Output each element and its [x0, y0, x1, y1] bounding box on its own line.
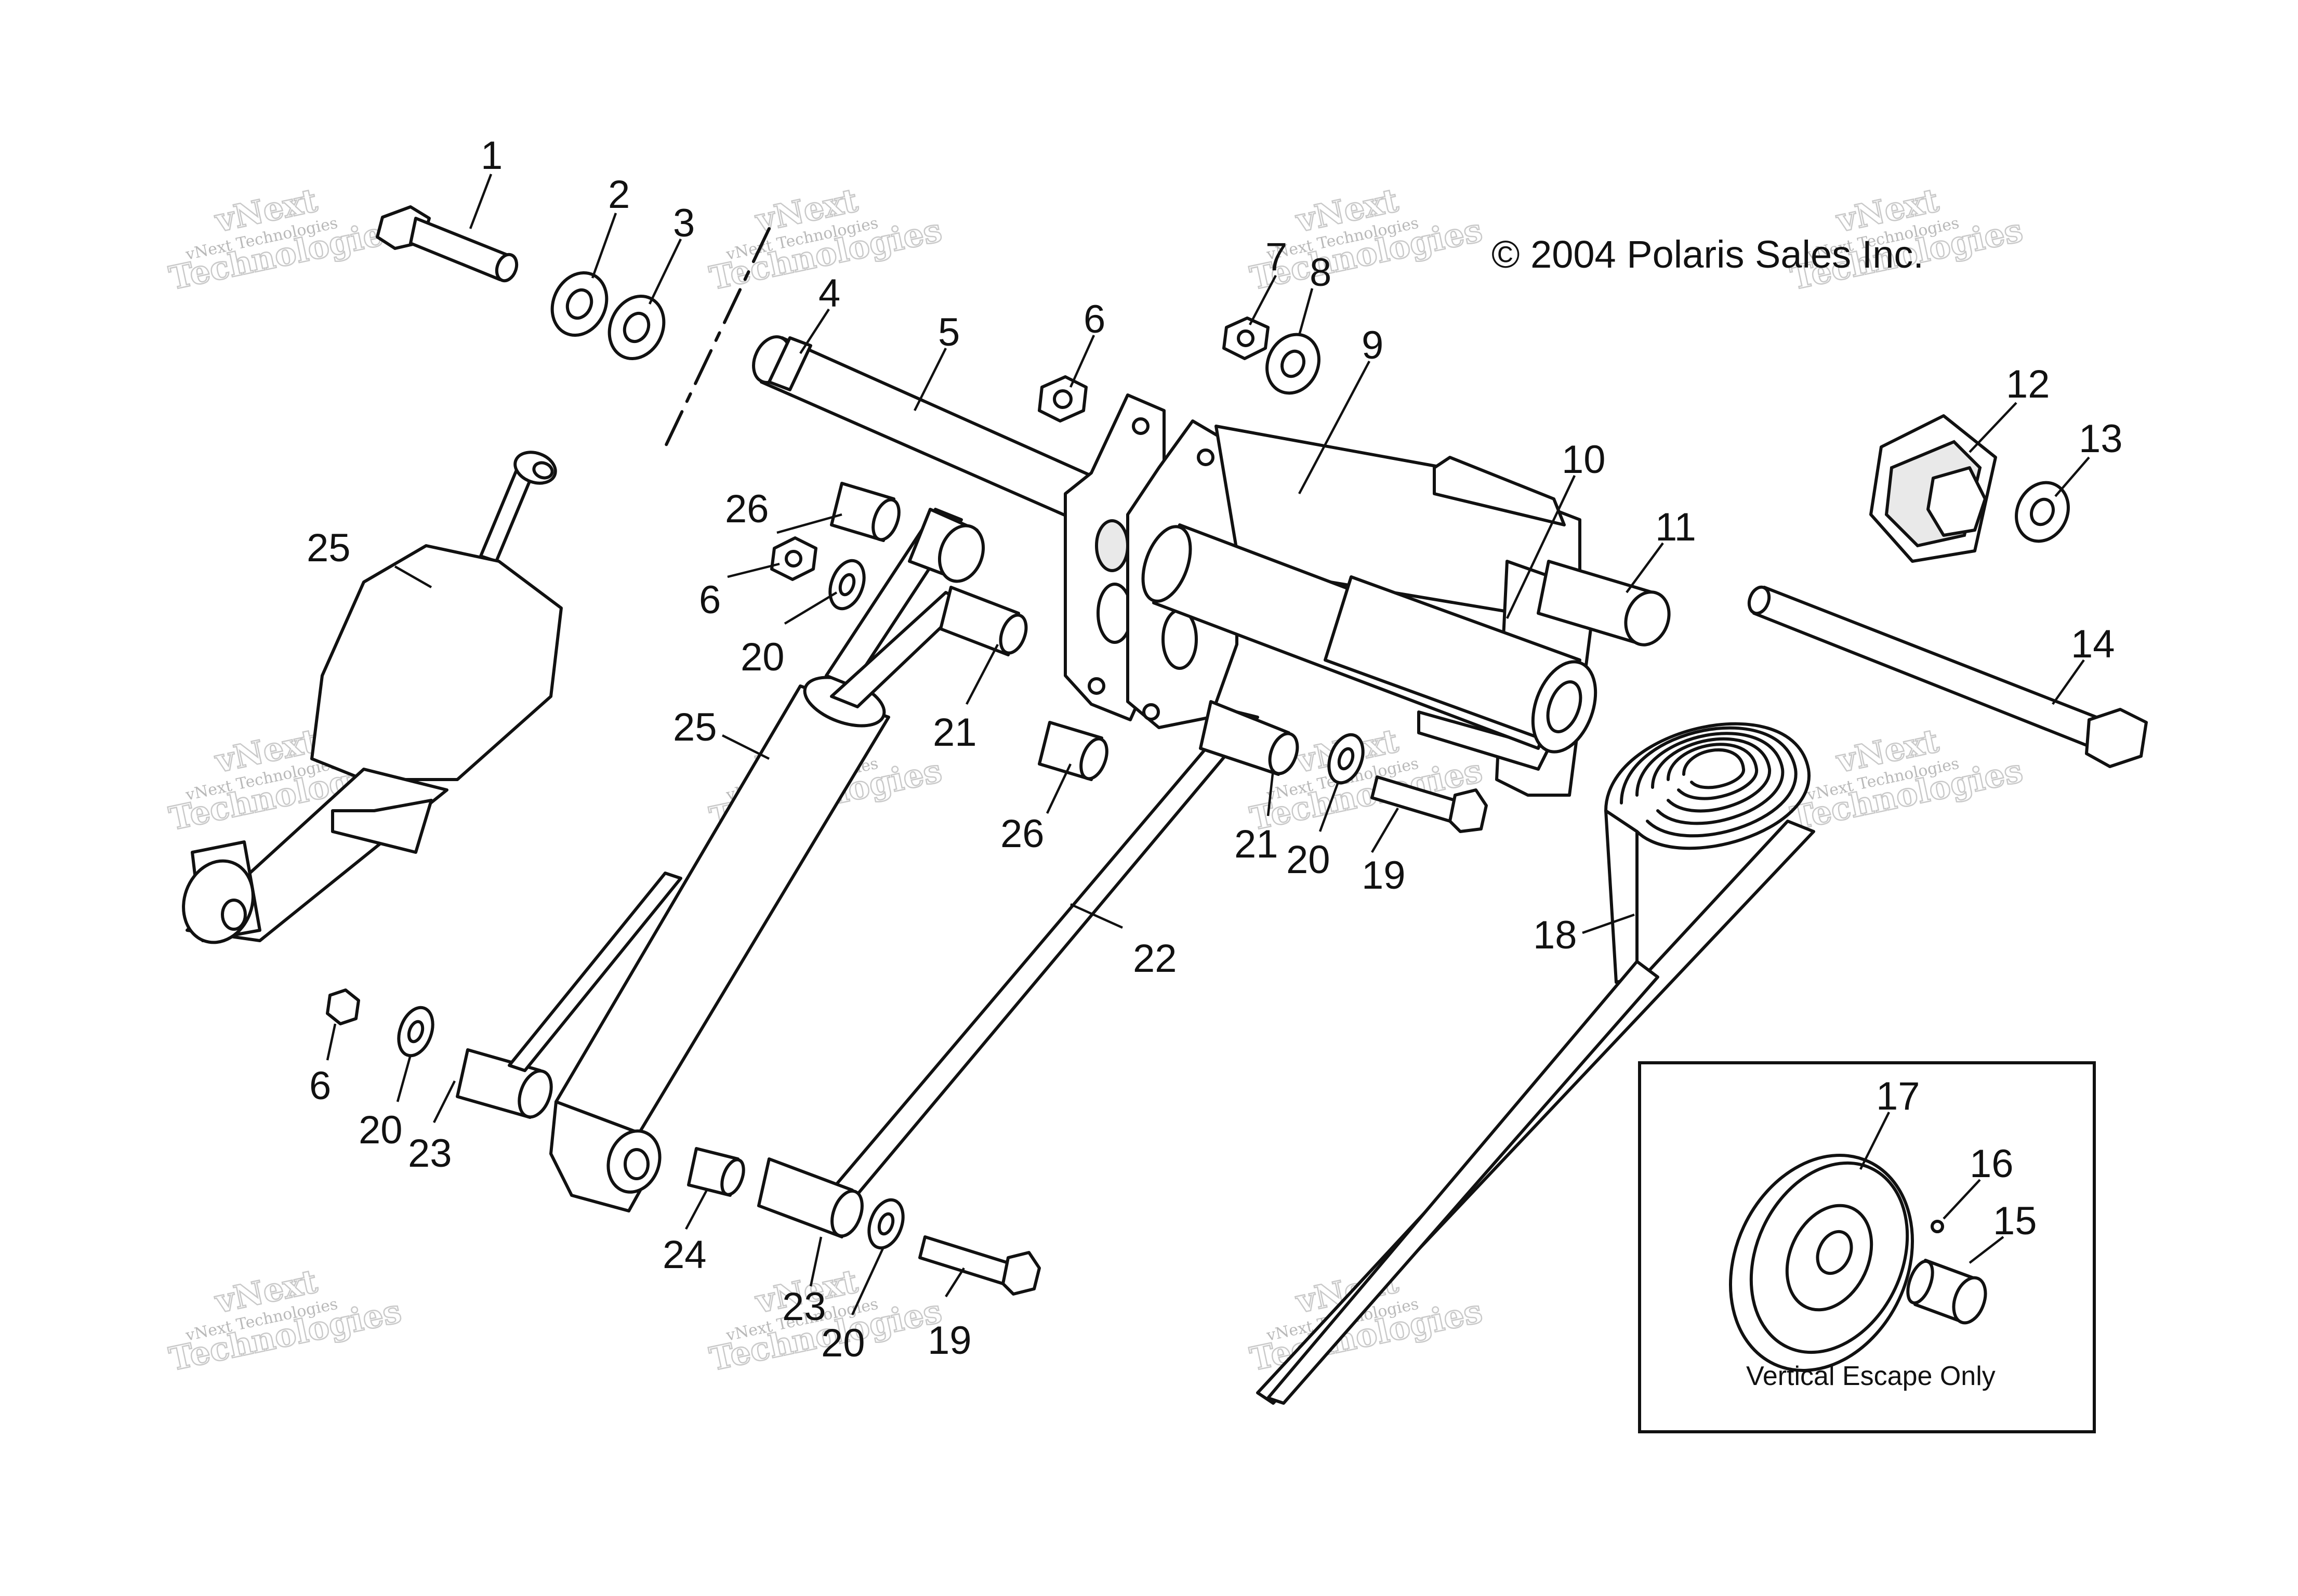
watermark: vNext vNext Technologies Technologies: [1787, 180, 2027, 298]
callout-22: 22: [1133, 937, 1177, 981]
callout-23-lower: 23: [782, 1285, 826, 1329]
watermark: vNext vNext Technologies Technologies: [1787, 721, 2027, 838]
part-20-washer-a: [828, 559, 866, 611]
callout-numbers: 1 2 3 4 5 6 7 8 9 10 11 12 13 14 15 16 1…: [307, 134, 2123, 1365]
upper-link-arm: [908, 508, 1028, 656]
part-26-bushing-mid: [1038, 721, 1108, 781]
part-20-washer-d: [867, 1198, 905, 1250]
inset-caption: Vertical Escape Only: [1746, 1361, 1996, 1391]
callout-8: 8: [1310, 250, 1331, 295]
part-20-washer-c: [397, 1006, 434, 1058]
callout-9: 9: [1362, 323, 1383, 367]
part-20-washer-b: [1327, 733, 1365, 785]
part-6-nut-lower: [326, 988, 360, 1025]
part-5-shaft: [752, 335, 1145, 542]
part-19-bolt-right: [1370, 775, 1488, 833]
callout-25-center: 25: [673, 705, 717, 749]
callout-21-b: 21: [1234, 822, 1278, 866]
callout-21-a: 21: [933, 710, 977, 755]
callout-16: 16: [1970, 1142, 2014, 1186]
part-11-stub: [1537, 560, 1671, 647]
part-6-nut-mid: [770, 536, 817, 581]
callout-26-top: 26: [725, 487, 769, 531]
part-1-bolt: [376, 205, 519, 283]
callout-13: 13: [2079, 417, 2123, 461]
callout-6-mid: 6: [699, 578, 721, 622]
center-line-dashed: [664, 227, 771, 449]
callout-1: 1: [481, 134, 503, 178]
callout-15: 15: [1993, 1199, 2037, 1243]
callout-11: 11: [1655, 505, 1696, 549]
callout-19-lower: 19: [928, 1318, 972, 1363]
part-18-torsion-spring: [1256, 722, 1815, 1405]
callout-2: 2: [608, 173, 630, 217]
cross-tube: [1141, 523, 1597, 754]
callout-26-mid: 26: [1000, 812, 1045, 856]
callout-5: 5: [938, 310, 960, 354]
part-14-long-bolt: [1747, 585, 2148, 768]
copyright-text: © 2004 Polaris Sales Inc.: [1491, 233, 1924, 276]
callout-20-c: 20: [359, 1108, 403, 1152]
callout-20-d: 20: [821, 1321, 865, 1365]
part-26-bushing-top: [830, 482, 901, 542]
watermark: vNext vNext Technologies Technologies: [165, 1261, 405, 1379]
part-15-collar: [1906, 1259, 1987, 1325]
leader-lines: [326, 174, 2090, 1315]
part-8-washer: [1265, 333, 1320, 395]
part-7-nut: [1222, 316, 1270, 360]
part-24-bushing: [687, 1147, 745, 1197]
part-22-link: [830, 700, 1299, 1202]
callout-23-left: 23: [408, 1131, 452, 1176]
part-12-bumper: [1869, 414, 1997, 563]
watermark: vNext vNext Technologies Technologies: [165, 180, 405, 298]
part-2-washer: [550, 271, 609, 337]
callout-6-lower: 6: [309, 1064, 331, 1108]
part-3-washer: [607, 294, 666, 361]
callout-3: 3: [673, 201, 695, 245]
part-23-pivot-lower: [757, 1157, 864, 1238]
callout-19-right: 19: [1362, 853, 1406, 898]
callout-17: 17: [1876, 1074, 1920, 1118]
part-6-nut-top: [1038, 375, 1088, 423]
inset-vertical-escape: Vertical Escape Only: [1638, 1061, 2096, 1433]
callout-20-b: 20: [1286, 838, 1330, 882]
part-25-shock-left: [182, 451, 563, 944]
part-17-pulley: [1729, 1154, 1914, 1372]
part-16-set-screw: [1931, 1220, 1944, 1233]
callout-4: 4: [818, 271, 840, 315]
callout-20-a: 20: [741, 635, 785, 679]
callout-24: 24: [663, 1233, 707, 1277]
callout-10: 10: [1562, 438, 1606, 482]
callout-25-left: 25: [307, 526, 351, 570]
callout-18: 18: [1533, 913, 1577, 957]
part-19-bolt-lower: [918, 1235, 1041, 1296]
callout-14: 14: [2071, 622, 2115, 666]
callout-6-top: 6: [1084, 297, 1105, 341]
part-23-pivot-left: [456, 872, 682, 1119]
part-13-washer: [2015, 481, 2070, 543]
callout-12: 12: [2006, 362, 2050, 406]
callout-7: 7: [1265, 235, 1287, 279]
